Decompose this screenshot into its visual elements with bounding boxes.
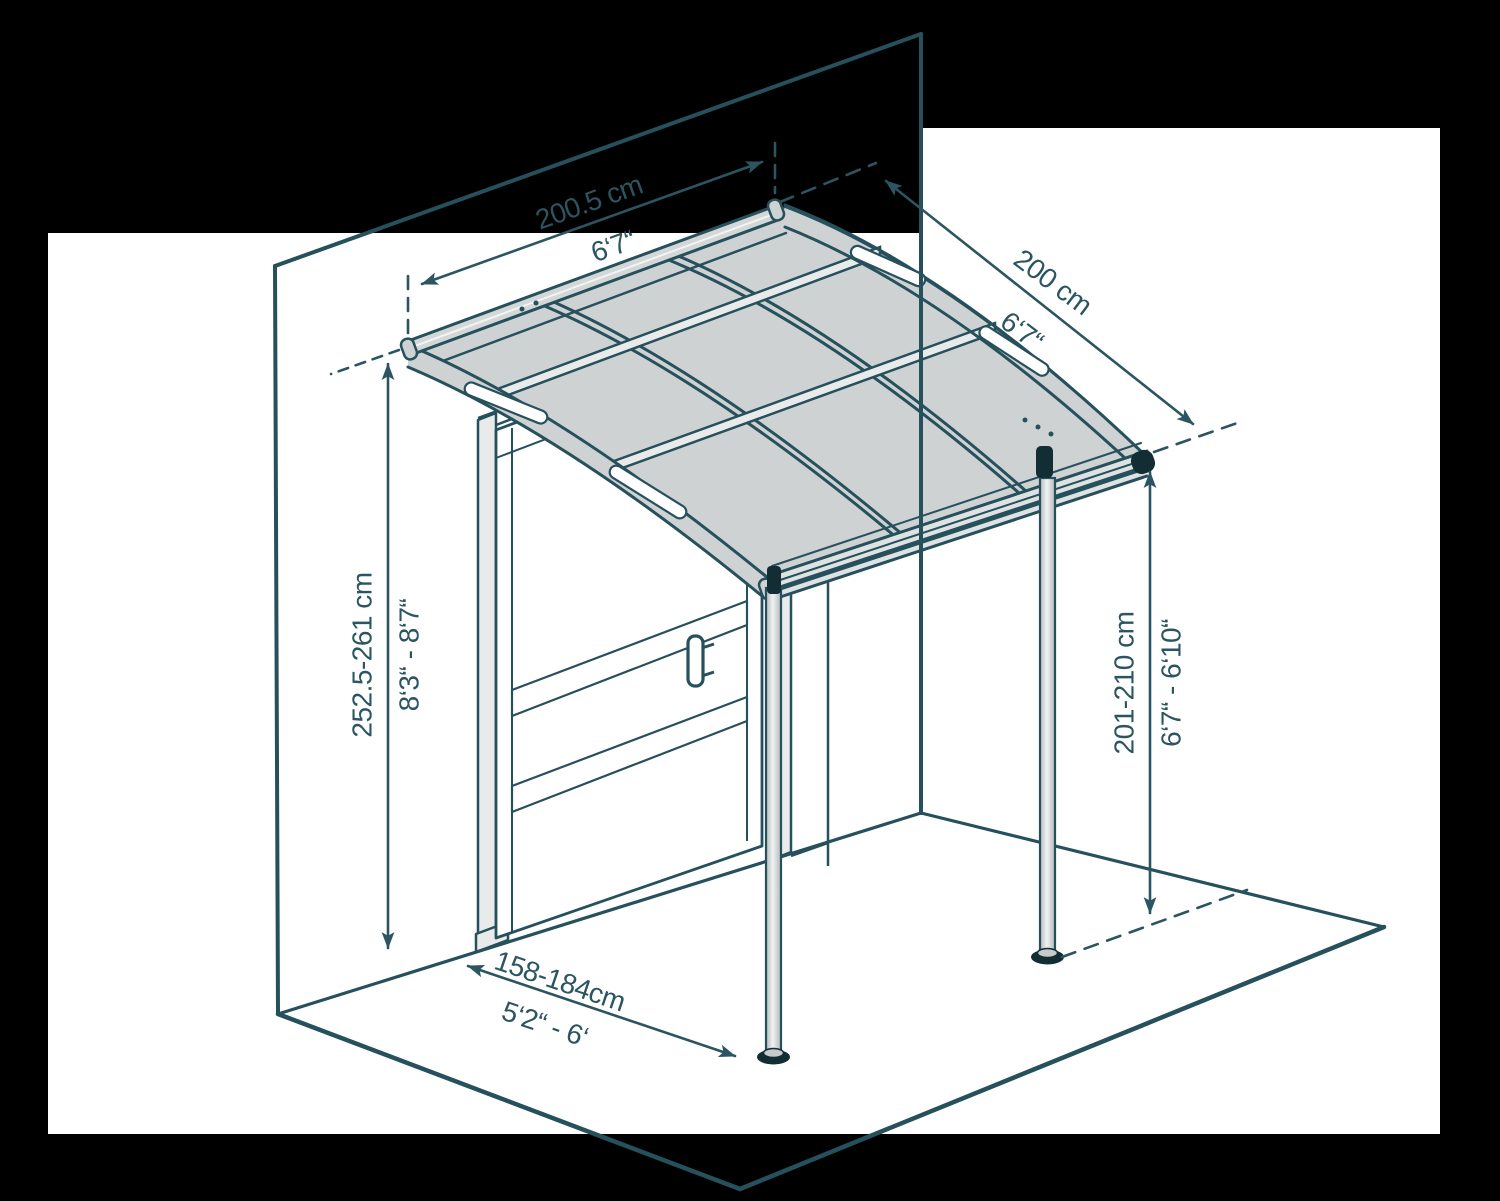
dim-post-height: 201-210 cm 6‘7“ - 6‘10“ — [1060, 470, 1249, 959]
door-mid-rail-upper — [510, 599, 749, 718]
door-handle — [686, 634, 715, 688]
extension-line — [1152, 419, 1245, 454]
post-height-imperial-label: 6‘7“ - 6‘10“ — [1156, 619, 1187, 747]
wall-left-edge — [273, 264, 280, 1016]
roof-front-glazing-line — [771, 442, 1142, 567]
extension-line — [329, 348, 401, 376]
wall-bar-right-cap — [766, 198, 786, 222]
wall-base-edge — [276, 811, 923, 1016]
surface-top-right — [923, 128, 1440, 235]
front-posts — [757, 446, 1064, 1065]
floor-front-left-edge — [275, 1011, 743, 1192]
dimension-arrow — [420, 160, 764, 286]
wall-height-metric-label: 252.5-261 cm — [347, 572, 378, 737]
dimension-arrow — [466, 964, 737, 1058]
post-height-metric-label: 201-210 cm — [1109, 612, 1140, 755]
floor-front-right-edge — [737, 924, 1387, 1192]
arm-slot — [463, 381, 549, 425]
wall-bar-left-cap — [399, 337, 419, 361]
door-mid-rail-lower — [510, 695, 749, 814]
arm-slot — [608, 464, 688, 520]
extension-line — [1060, 888, 1249, 959]
wall-height-imperial-label: 8‘3“ - 8‘7“ — [394, 598, 425, 711]
door-left-jamb — [476, 411, 498, 952]
post-top-bracket — [1036, 446, 1053, 478]
post-front-right — [1031, 446, 1064, 965]
extension-line — [778, 161, 878, 204]
wall-top-edge — [273, 32, 923, 268]
post-front-left — [757, 566, 790, 1065]
post-top-bracket — [767, 566, 781, 594]
dimension-arrow — [884, 179, 1195, 426]
dim-wall-height: 252.5-261 cm 8‘3“ - 8‘7“ — [329, 348, 425, 950]
